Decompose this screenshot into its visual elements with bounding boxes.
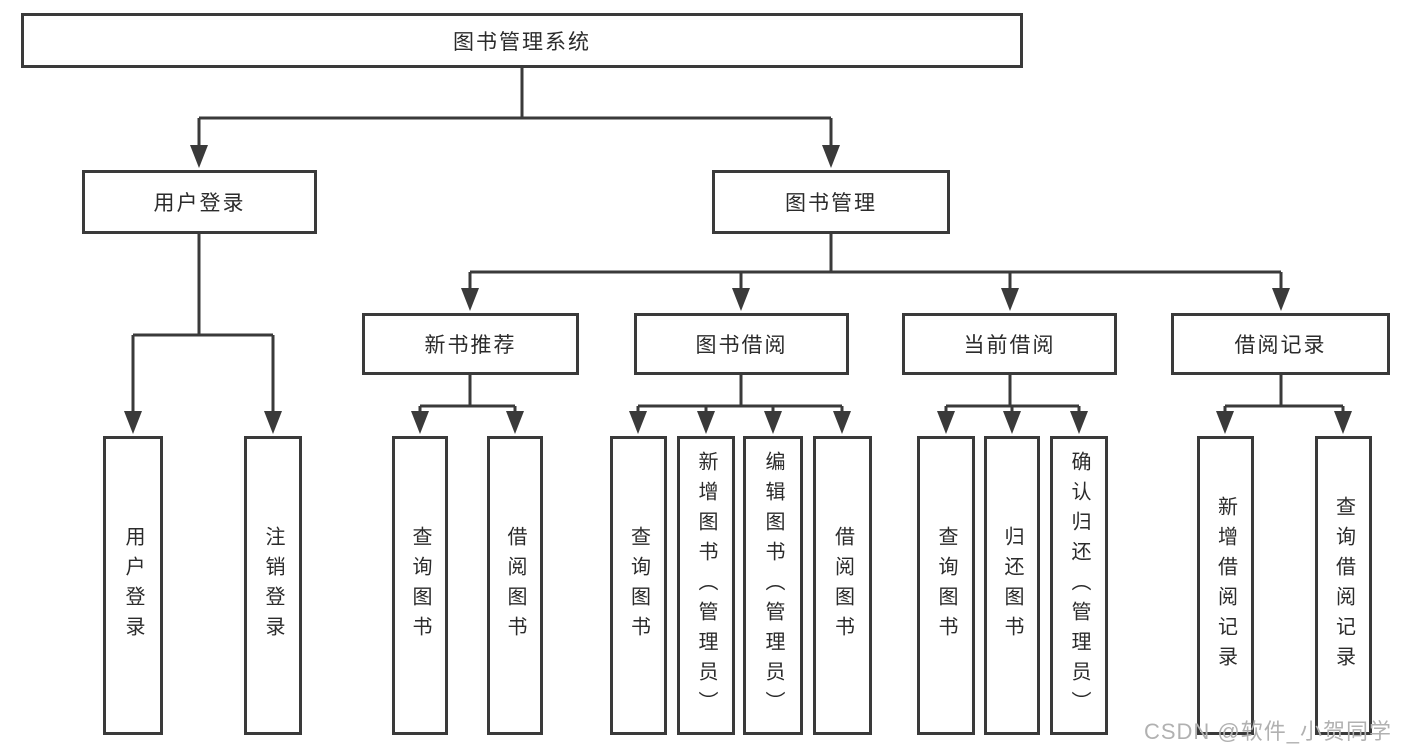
leaf-return-book: 归还图书 — [984, 436, 1040, 735]
node-label: 新书推荐 — [424, 334, 517, 357]
node-new-book-recommendation: 新书推荐 — [362, 313, 579, 375]
node-label: 借阅记录 — [1234, 334, 1327, 357]
leaf-query-borrow-record: 查询借阅记录 — [1315, 436, 1372, 735]
leaf-label: 借阅图书 — [504, 525, 526, 646]
leaf-label: 确认归还（管理员） — [1068, 450, 1090, 721]
csdn-watermark: CSDN @软件_小贺同学 — [1143, 719, 1392, 744]
leaf-query-books-recommend: 查询图书 — [392, 436, 448, 735]
leaf-query-books-current: 查询图书 — [917, 436, 975, 735]
node-user-login: 用户登录 — [82, 170, 317, 234]
node-label: 当前借阅 — [963, 334, 1056, 357]
arrowheads — [124, 145, 1352, 434]
leaf-label: 编辑图书（管理员） — [762, 450, 784, 721]
leaf-label: 用户登录 — [122, 525, 144, 646]
leaf-edit-book-admin: 编辑图书（管理员） — [743, 436, 803, 735]
leaf-label: 查询图书 — [409, 525, 431, 646]
leaf-label: 新增图书（管理员） — [695, 450, 717, 721]
node-book-borrowing: 图书借阅 — [634, 313, 849, 375]
leaf-borrow-books-recommend: 借阅图书 — [487, 436, 543, 735]
leaf-confirm-return-admin: 确认归还（管理员） — [1050, 436, 1108, 735]
node-label: 图书借阅 — [695, 334, 788, 357]
leaf-add-borrow-record: 新增借阅记录 — [1197, 436, 1254, 735]
node-label: 图书管理 — [785, 192, 877, 215]
leaf-label: 注销登录 — [262, 525, 284, 646]
leaf-label: 查询借阅记录 — [1332, 495, 1355, 676]
leaf-label: 归还图书 — [1001, 525, 1023, 646]
leaf-user-login: 用户登录 — [103, 436, 163, 735]
leaf-logout: 注销登录 — [244, 436, 302, 735]
leaf-add-book-admin: 新增图书（管理员） — [677, 436, 735, 735]
leaf-label: 查询图书 — [627, 525, 650, 646]
node-book-management: 图书管理 — [712, 170, 950, 234]
connector-lines — [131, 68, 1345, 416]
leaf-label: 新增借阅记录 — [1214, 495, 1237, 676]
node-label: 用户登录 — [153, 192, 246, 215]
node-library-management-system: 图书管理系统 — [21, 13, 1023, 68]
leaf-borrow-books: 借阅图书 — [813, 436, 872, 735]
node-label: 图书管理系统 — [453, 30, 591, 54]
leaf-label: 借阅图书 — [831, 525, 854, 646]
node-current-borrowing: 当前借阅 — [902, 313, 1117, 375]
node-borrowing-records: 借阅记录 — [1171, 313, 1390, 375]
leaf-query-books-borrow: 查询图书 — [610, 436, 667, 735]
leaf-label: 查询图书 — [935, 525, 957, 646]
